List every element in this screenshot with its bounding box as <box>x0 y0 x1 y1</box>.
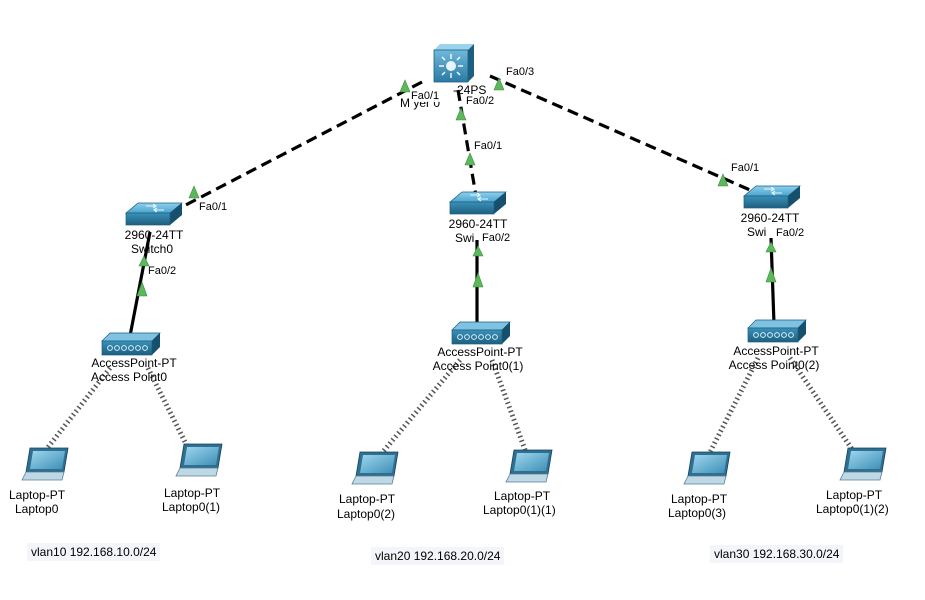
laptop3-model-label: Laptop-PT <box>494 489 551 503</box>
laptop0-icon[interactable] <box>21 447 69 481</box>
link-core-switch0[interactable] <box>179 80 423 210</box>
laptop3-name-label: Laptop0(1)(1) <box>483 503 556 517</box>
switch0-model-label: 2960-24TT <box>124 228 184 242</box>
laptop4-model-label: Laptop-PT <box>671 492 728 506</box>
ap2-name-label: Access Point0(2) <box>728 358 820 372</box>
port-label-switch0-fa0-1: Fa0/1 <box>199 201 228 213</box>
ap0-name-label: Access Point0 <box>90 370 168 384</box>
laptop0-model-label: Laptop-PT <box>9 488 66 502</box>
access-point2-icon[interactable] <box>747 319 807 343</box>
port-label-switch2-fa0-2: Fa0/2 <box>775 227 806 239</box>
laptop5-model-label: Laptop-PT <box>826 488 883 502</box>
laptop2-icon[interactable] <box>351 451 399 485</box>
laptop2-name-label: Laptop0(2) <box>337 507 396 521</box>
link-up-indicator <box>765 241 777 253</box>
laptop2-model-label: Laptop-PT <box>339 492 396 506</box>
laptop5-icon[interactable] <box>839 447 887 481</box>
multilayer-switch-icon[interactable] <box>433 44 474 83</box>
link-up-indicator <box>188 185 200 199</box>
network-note-vlan10: vlan10 192.168.10.0/24 <box>27 543 161 561</box>
laptop4-icon[interactable] <box>683 451 731 485</box>
laptop5-name-label: Laptop0(1)(2) <box>816 502 889 516</box>
link-up-indicator <box>138 255 150 267</box>
switch1-model-label: 2960-24TT <box>448 217 508 231</box>
network-note-vlan20: vlan20 192.168.20.0/24 <box>371 547 505 565</box>
switch2-icon[interactable] <box>743 185 801 209</box>
ap0-model-label: AccessPoint-PT <box>91 356 177 370</box>
link-up-indicator <box>765 267 777 283</box>
port-label-switch1-fa0-2: Fa0/2 <box>481 232 512 244</box>
network-note-vlan30: vlan30 192.168.30.0/24 <box>710 545 844 563</box>
link-core-switch2[interactable] <box>489 74 751 192</box>
port-label-core-fa0-3: Fa0/3 <box>506 66 535 78</box>
link-switch0-ap0[interactable] <box>128 231 152 337</box>
laptop3-icon[interactable] <box>505 449 553 483</box>
laptop1-icon[interactable] <box>175 443 223 477</box>
link-up-indicator <box>464 152 476 166</box>
link-up-indicator <box>493 77 505 91</box>
laptop0-name-label: Laptop0 <box>15 502 59 516</box>
link-up-indicator <box>455 107 467 121</box>
link-up-indicator <box>472 272 484 288</box>
port-label-switch2-fa0-1: Fa0/1 <box>731 162 760 174</box>
switch0-name-label: Switch0 <box>130 242 174 256</box>
access-point0-icon[interactable] <box>101 332 161 356</box>
ap2-model-label: AccessPoint-PT <box>733 344 819 358</box>
wireless-links <box>36 356 861 462</box>
ap1-name-label: Access Point0(1) <box>432 359 524 373</box>
laptop1-model-label: Laptop-PT <box>164 486 221 500</box>
core-model-label: -24PS <box>453 83 487 97</box>
port-label-switch0-fa0-2: Fa0/2 <box>148 265 177 277</box>
switch2-name-label: Swi <box>747 225 767 239</box>
port-label-switch1-fa0-1: Fa0/1 <box>474 140 503 152</box>
access-point1-icon[interactable] <box>451 321 511 345</box>
port-label-core-fa0-1: Fa0/1 <box>410 90 441 102</box>
link-up-indicator <box>136 281 148 297</box>
link-up-indicator <box>717 173 729 187</box>
laptop1-name-label: Laptop0(1) <box>162 500 221 514</box>
switch2-model-label: 2960-24TT <box>740 211 800 225</box>
link-up-indicator <box>399 79 411 93</box>
switch0-icon[interactable] <box>125 202 183 226</box>
switch1-icon[interactable] <box>449 191 507 215</box>
ap1-model-label: AccessPoint-PT <box>437 345 523 359</box>
switch1-name-label: Swi <box>455 231 475 245</box>
link-status-indicators <box>136 77 777 297</box>
link-up-indicator <box>472 245 484 257</box>
laptop4-name-label: Laptop0(3) <box>668 506 727 520</box>
port-label-core-fa0-2: Fa0/2 <box>465 95 496 107</box>
